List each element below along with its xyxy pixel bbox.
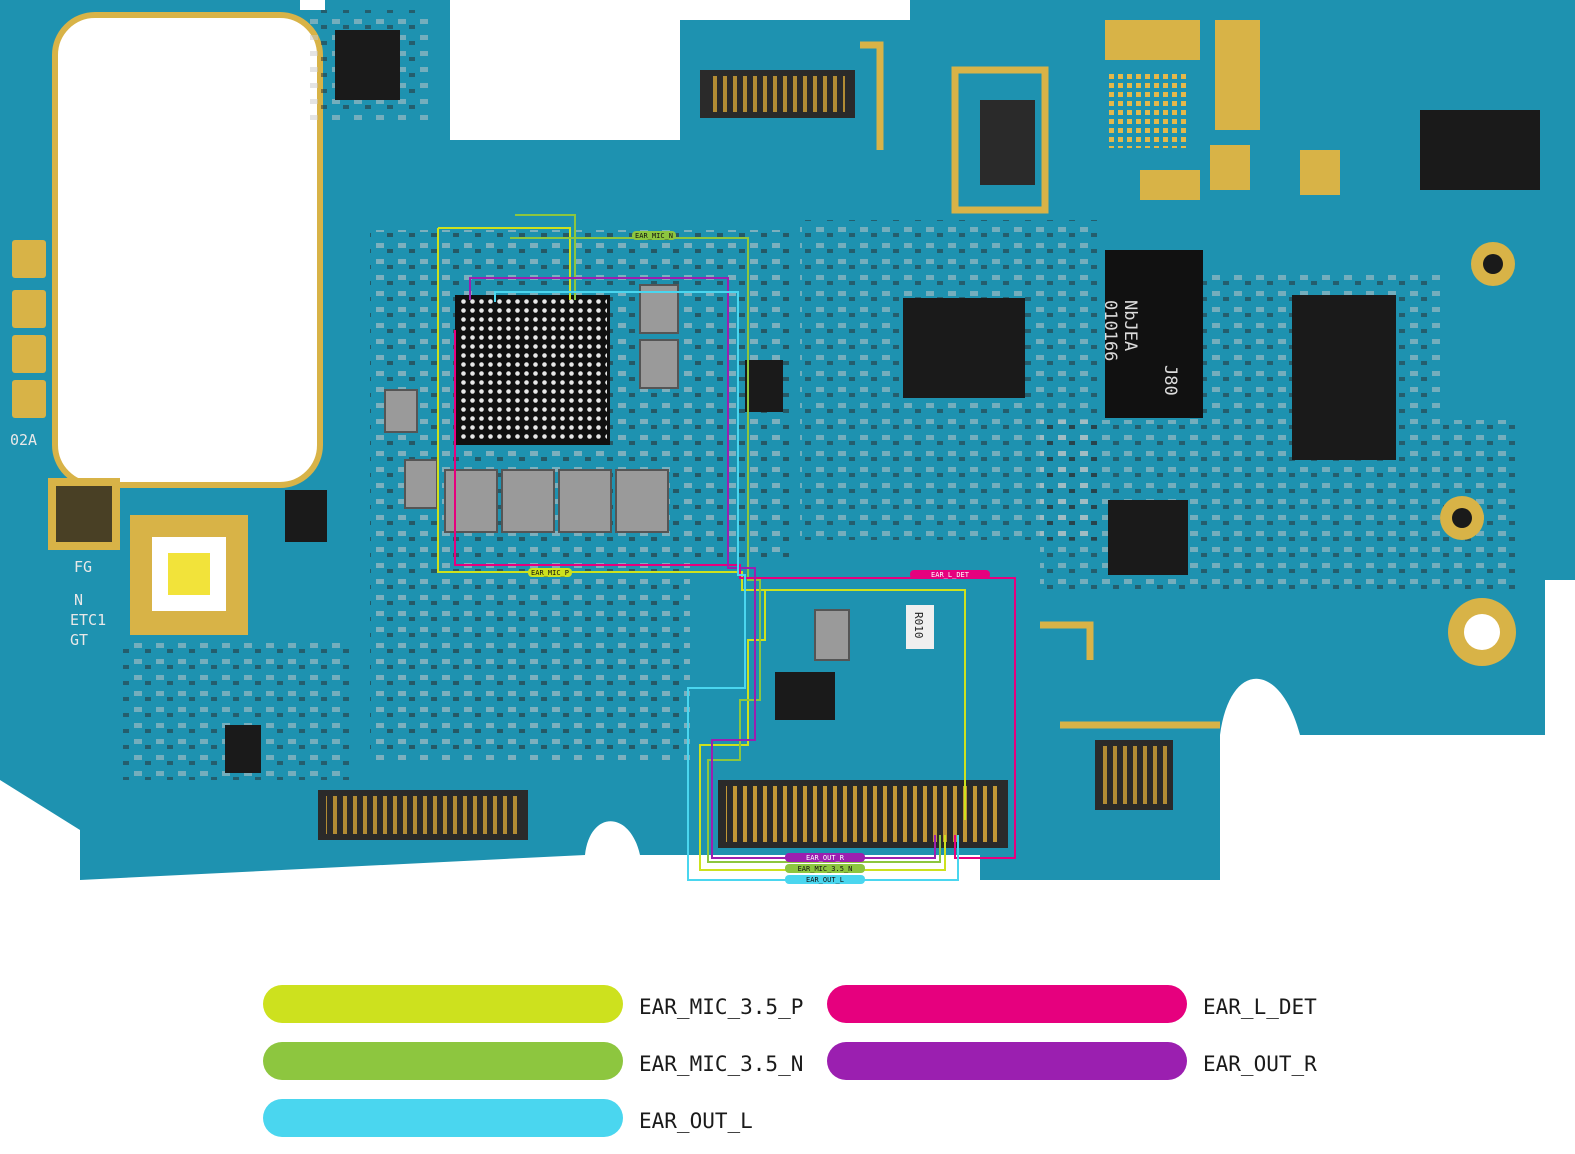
rf-connectors [1440, 242, 1516, 666]
trace-label-l-det: EAR_L_DET [931, 571, 970, 579]
conn-label-out-r: EAR_OUT_R [806, 854, 845, 862]
edge-pads [12, 240, 46, 418]
gold-pad-array [1105, 20, 1340, 200]
trace-ear-mic-p [437, 228, 946, 871]
silk-b: N [74, 591, 83, 609]
legend-swatch-ear-mic-n [263, 1042, 623, 1080]
board-cutout-top [450, 0, 680, 140]
component-field [370, 560, 690, 760]
silk-e: 02A [10, 431, 37, 449]
conn-label-out-l: EAR_OUT_L [806, 876, 844, 884]
ic-chips [225, 30, 1540, 773]
trace-ear-mic-n [510, 237, 941, 863]
silk-c: ETC1 [70, 611, 106, 629]
legend-label-ear-mic-p: EAR_MIC_3.5_P [639, 995, 804, 1019]
gold-outlines [860, 41, 1220, 729]
legend-label-ear-out-l: EAR_OUT_L [639, 1109, 753, 1133]
silk-a: FG [74, 558, 92, 576]
small-bga [1108, 70, 1188, 148]
board-trace-labels: EAR_MIC_N EAR_MIC_P EAR_L_DET EAR_OUT_R … [528, 231, 990, 884]
chip-marking-a: NbJEA [1120, 300, 1140, 351]
legend-swatch-ear-l-det [827, 985, 1187, 1023]
chip-marking-c: J80 [1160, 365, 1180, 396]
chip-marking-b: 010166 [1100, 300, 1120, 361]
legend-label-ear-l-det: EAR_L_DET [1203, 995, 1317, 1019]
silkscreen: FG N ETC1 GT 02A [10, 431, 106, 649]
signal-legend: EAR_MIC_3.5_P EAR_L_DET EAR_MIC_3.5_N EA… [0, 985, 1575, 1145]
legend-swatch-ear-out-r [827, 1042, 1187, 1080]
conn-label-mic-n: EAR_MIC_3.5_N [798, 865, 853, 873]
resistor [906, 605, 934, 649]
board-cutout [52, 12, 323, 488]
pcb-board-diagram: FG N ETC1 GT 02A NbJEA 010166 J80 [0, 0, 1575, 884]
trace-label-mic-n: EAR_MIC_N [635, 232, 673, 240]
inductors [384, 284, 850, 661]
legend-label-ear-mic-n: EAR_MIC_3.5_N [639, 1052, 804, 1076]
legend-swatch-ear-out-l [263, 1099, 623, 1137]
legend-label-ear-out-r: EAR_OUT_R [1203, 1052, 1317, 1076]
silk-d: GT [70, 631, 88, 649]
legend-swatch-ear-mic-p [263, 985, 623, 1023]
board-connectors [318, 70, 1173, 840]
resistor-marking: R010 [912, 612, 925, 639]
memory-chip [1105, 250, 1203, 418]
trace-ear-l-det [454, 330, 1016, 859]
trace-label-mic-p: EAR_MIC_P [531, 569, 569, 577]
